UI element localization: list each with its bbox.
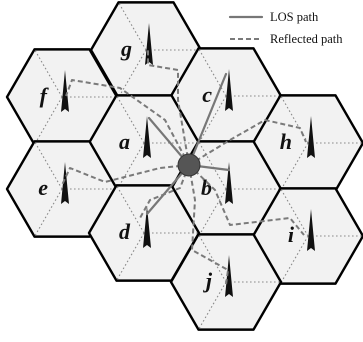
base-station-tower-icon — [61, 70, 69, 112]
reflected-path-j — [188, 164, 229, 286]
base-station-tower-icon — [143, 206, 151, 248]
cell-label: h — [280, 129, 292, 154]
cell-j-sector-line — [198, 281, 227, 330]
cell-i: i — [251, 187, 363, 285]
cell-a-sector-line — [116, 95, 145, 144]
base-station-tower-icon — [307, 209, 315, 251]
cell-label: b — [201, 175, 212, 200]
cell-f-sector-line — [34, 49, 63, 98]
cell-label: d — [119, 219, 131, 244]
cell-f-sector-line — [34, 96, 63, 145]
base-station-tower-icon — [307, 116, 315, 158]
base-station-tower-icon — [225, 69, 233, 111]
cell-e: e — [5, 140, 119, 238]
cell-f: f — [5, 48, 119, 146]
cell-i-sector-line — [280, 188, 309, 237]
cell-label: c — [202, 82, 212, 107]
signal-paths — [61, 50, 307, 286]
reflected-path-f — [65, 79, 190, 166]
cell-c-sector-line — [198, 95, 227, 144]
hexagon-cells: g f c a h e b d i j — [5, 1, 363, 331]
cell-h-sector-line — [280, 142, 309, 191]
los-path-c — [187, 72, 228, 167]
base-station-tower-icon — [225, 255, 233, 297]
cell-g-sector-line — [118, 49, 147, 98]
legend-los-label: LOS path — [270, 10, 319, 24]
cell-label: j — [203, 268, 213, 293]
base-station-tower-icon — [61, 162, 69, 204]
cell-j-sector-line — [198, 234, 227, 283]
cell-d-sector-line — [116, 232, 145, 281]
base-station-tower-icon — [143, 116, 151, 158]
cell-label: a — [119, 129, 130, 154]
cell-label: e — [38, 175, 48, 200]
cell-e-sector-line — [34, 141, 63, 190]
reflected-path-e — [61, 164, 190, 186]
cell-label: g — [120, 36, 132, 61]
reflected-path-i — [188, 164, 305, 236]
legend-reflected-label: Reflected path — [270, 32, 343, 46]
reflected-path-h — [188, 119, 307, 166]
cell-b-sector-line — [198, 141, 227, 190]
base-station-tower-icon — [225, 162, 233, 204]
reflected-path-d — [139, 164, 190, 219]
cell-a-sector-line — [116, 142, 145, 191]
legend: LOS path Reflected path — [228, 10, 343, 46]
mobile-user-marker — [177, 153, 201, 177]
cell-d-sector-line — [116, 185, 145, 234]
cell-i-sector-line — [280, 235, 309, 284]
cell-label: f — [40, 83, 50, 108]
cell-label: i — [288, 222, 295, 247]
cell-b-sector-line — [198, 188, 227, 237]
cell-e-sector-line — [34, 188, 63, 237]
cell-g-sector-line — [118, 2, 147, 51]
reflected-path-g — [147, 50, 190, 166]
